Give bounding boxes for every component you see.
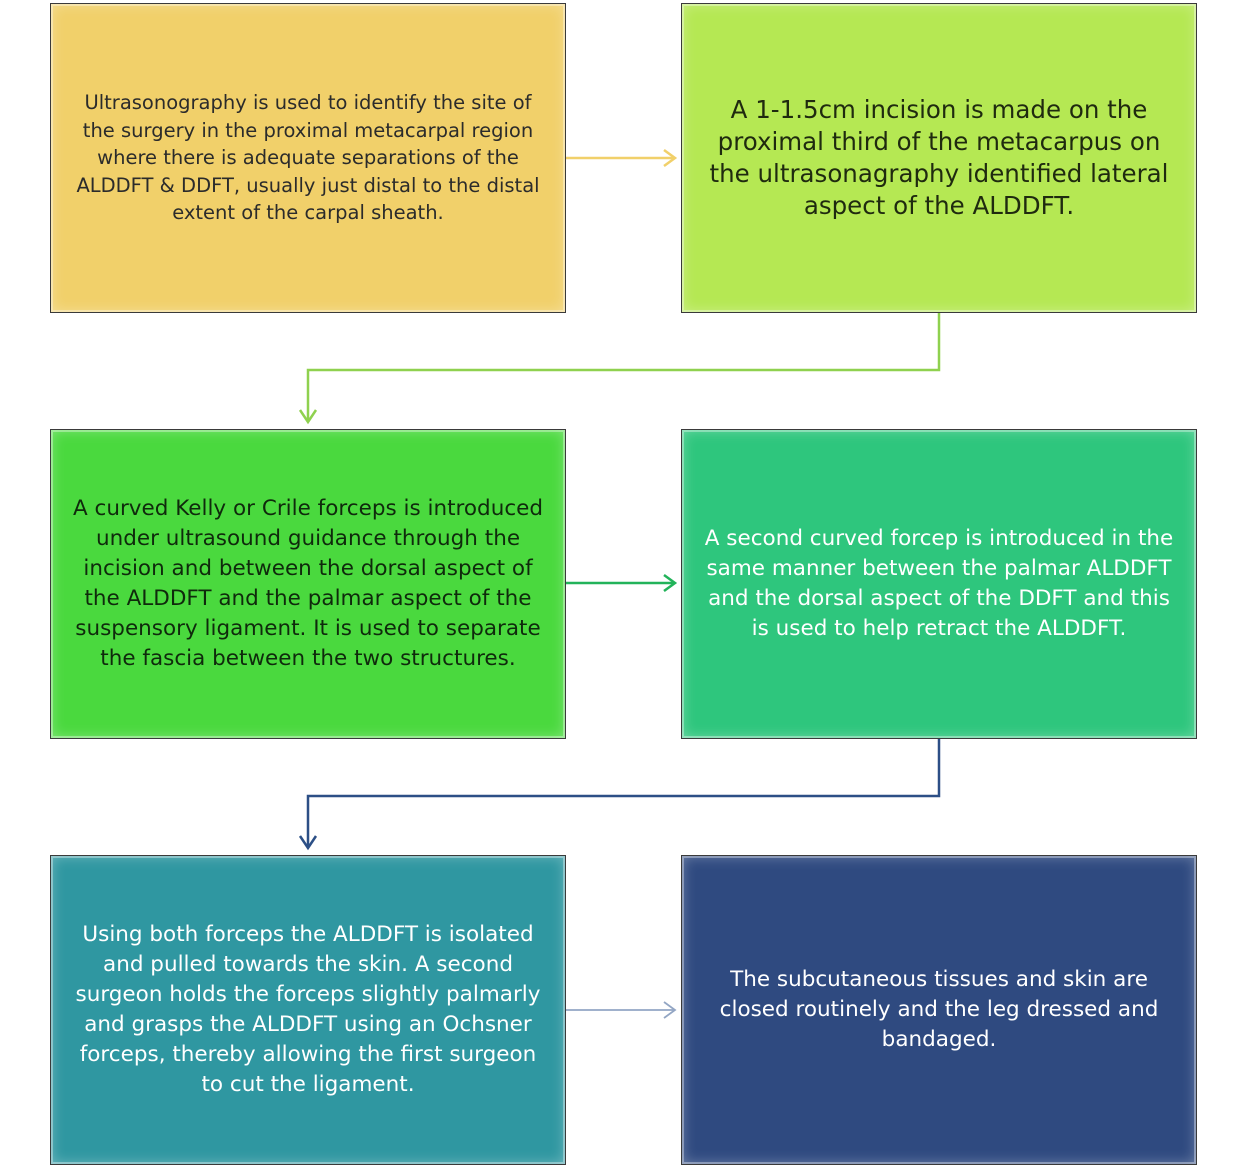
- arrow-step2-to-step3: [298, 313, 941, 425]
- arrow-step3-to-step4: [566, 573, 678, 593]
- step-6-text: The subcutaneous tissues and skin are cl…: [719, 967, 1159, 1052]
- step-2-box: A 1-1.5cm incision is made on the proxim…: [681, 3, 1197, 313]
- step-5-box: Using both forceps the ALDDFT is isolate…: [50, 855, 566, 1165]
- step-3-box: A curved Kelly or Crile forceps is intro…: [50, 429, 566, 739]
- step-4-box: A second curved forcep is introduced in …: [681, 429, 1197, 739]
- arrow-step1-to-step2: [566, 148, 678, 168]
- step-6-box: The subcutaneous tissues and skin are cl…: [681, 855, 1197, 1165]
- step-5-text: Using both forceps the ALDDFT is isolate…: [75, 922, 541, 1097]
- step-1-text: Ultrasonography is used to identify the …: [76, 91, 540, 225]
- step-4-text: A second curved forcep is introduced in …: [704, 526, 1174, 641]
- step-3-text: A curved Kelly or Crile forceps is intro…: [72, 496, 544, 671]
- arrow-step5-to-step6: [566, 1001, 677, 1019]
- step-2-text: A 1-1.5cm incision is made on the proxim…: [709, 95, 1169, 220]
- step-1-box: Ultrasonography is used to identify the …: [50, 3, 566, 313]
- arrow-step4-to-step5: [298, 739, 941, 851]
